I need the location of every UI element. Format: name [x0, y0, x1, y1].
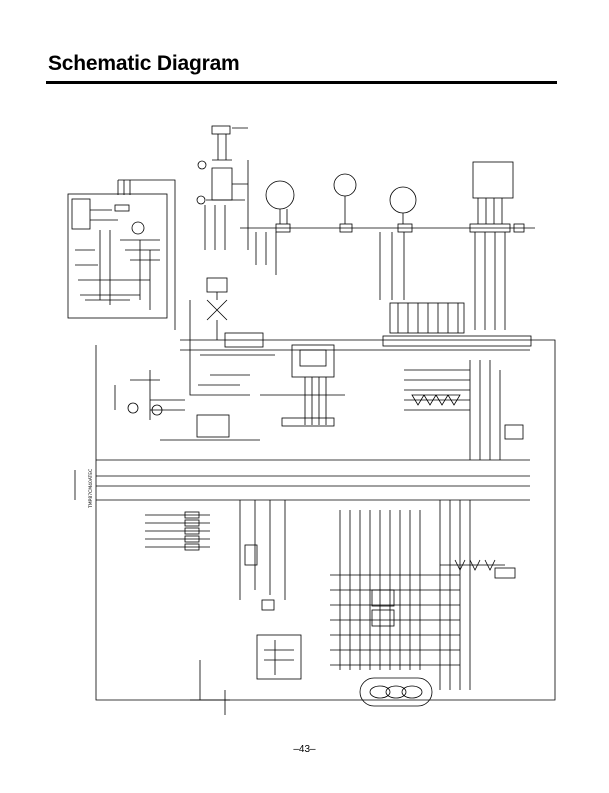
right-driver-ladder	[404, 360, 501, 460]
louver-motor	[389, 186, 417, 214]
buzzer-transistor	[127, 402, 139, 414]
page-title: Schematic Diagram	[48, 52, 240, 75]
mcu-part-label: TMP87CM40ATEC	[88, 469, 94, 509]
fuse-symbol	[197, 160, 207, 170]
page-number: –43–	[293, 744, 316, 755]
conn-cn5	[513, 223, 525, 233]
conn-cn3	[397, 223, 413, 233]
compressor-motor	[265, 180, 295, 210]
stepper-driver-core	[299, 349, 327, 367]
conn-cn4	[469, 223, 511, 233]
reset-transistor	[151, 404, 163, 416]
main-microcontroller	[96, 459, 530, 501]
transistor-q-right	[504, 424, 524, 440]
led-center	[385, 685, 407, 699]
subboard-connector	[114, 204, 130, 212]
led-display-panel	[359, 677, 433, 707]
control-subboard	[67, 193, 168, 319]
eeprom-ic	[196, 414, 230, 438]
capacitor-bank	[244, 544, 258, 566]
crystal-oscillator	[261, 599, 275, 611]
led-left	[369, 685, 391, 699]
display-matrix	[330, 510, 460, 670]
thermal-fuse-symbol	[196, 195, 206, 205]
lower-left-resistor-group	[145, 511, 210, 551]
subboard-transistor	[131, 221, 145, 235]
conn-cn1	[275, 223, 291, 233]
bus-connector	[382, 335, 532, 347]
relay-rl1	[206, 277, 228, 293]
fan-motor	[333, 173, 357, 197]
ir-receiver	[494, 567, 516, 579]
subboard-ic	[71, 198, 91, 230]
resistor-array	[281, 417, 335, 427]
led-right	[401, 685, 423, 699]
power-supply-block	[256, 634, 302, 680]
ac-in-connector	[211, 125, 231, 135]
stepper-driver-ic	[291, 344, 335, 378]
title-rule	[46, 81, 557, 84]
conn-cn2	[339, 223, 353, 233]
display-module	[472, 161, 514, 199]
relay-bank-upper	[389, 302, 465, 334]
